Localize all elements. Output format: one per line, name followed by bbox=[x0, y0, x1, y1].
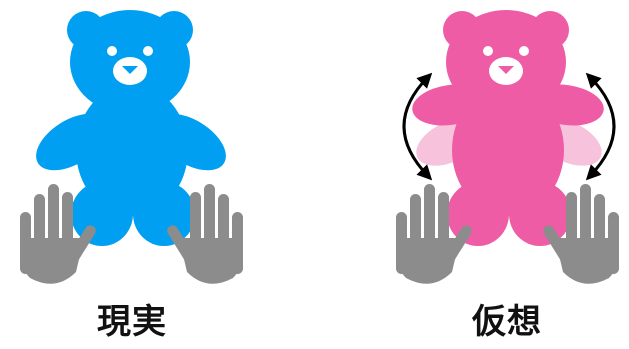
curved-double-arrow-icon bbox=[585, 72, 616, 181]
open-hand-icon bbox=[396, 184, 472, 284]
curved-double-arrow-icon bbox=[402, 72, 433, 181]
open-hand-icon bbox=[167, 184, 243, 284]
open-hand-icon bbox=[20, 184, 96, 284]
teddy-bear-icon bbox=[412, 10, 604, 246]
caption-virtual: 仮想 bbox=[472, 302, 542, 342]
caption-real: 現実 bbox=[97, 302, 167, 342]
open-hand-icon bbox=[543, 184, 619, 284]
